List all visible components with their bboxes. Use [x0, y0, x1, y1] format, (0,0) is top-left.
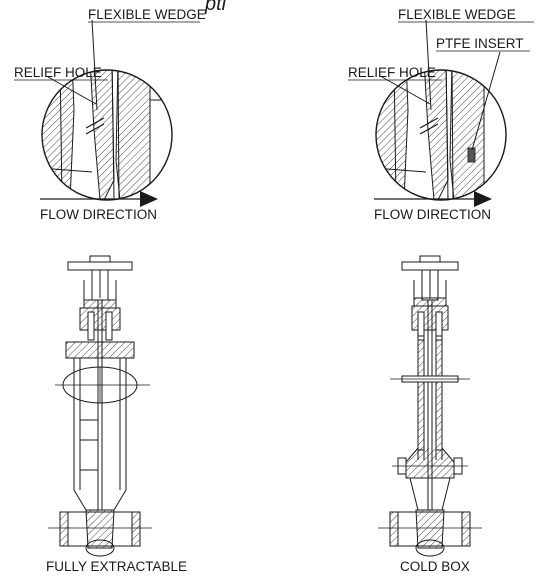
right-wedge-label: FLEXIBLE WEDGE [398, 7, 516, 22]
fully-extractable-caption: FULLY EXTRACTABLE [46, 559, 187, 574]
left-wedge-label: FLEXIBLE WEDGE [88, 7, 206, 22]
fully-extractable-valve-drawing [48, 255, 152, 557]
left-relief-hole-label: RELIEF HOLE [14, 65, 102, 80]
cold-box-valve-drawing [378, 255, 482, 557]
right-detail-view [374, 19, 507, 207]
page-title-fragment: pti [204, 0, 227, 15]
cold-box-caption: COLD BOX [400, 559, 470, 574]
right-relief-hole-label: RELIEF HOLE [348, 65, 436, 80]
right-flow-direction-label: FLOW DIRECTION [374, 207, 491, 222]
ptfe-insert-label: PTFE INSERT [436, 36, 524, 51]
left-flow-direction-label: FLOW DIRECTION [40, 207, 157, 222]
left-detail-view [40, 19, 173, 207]
